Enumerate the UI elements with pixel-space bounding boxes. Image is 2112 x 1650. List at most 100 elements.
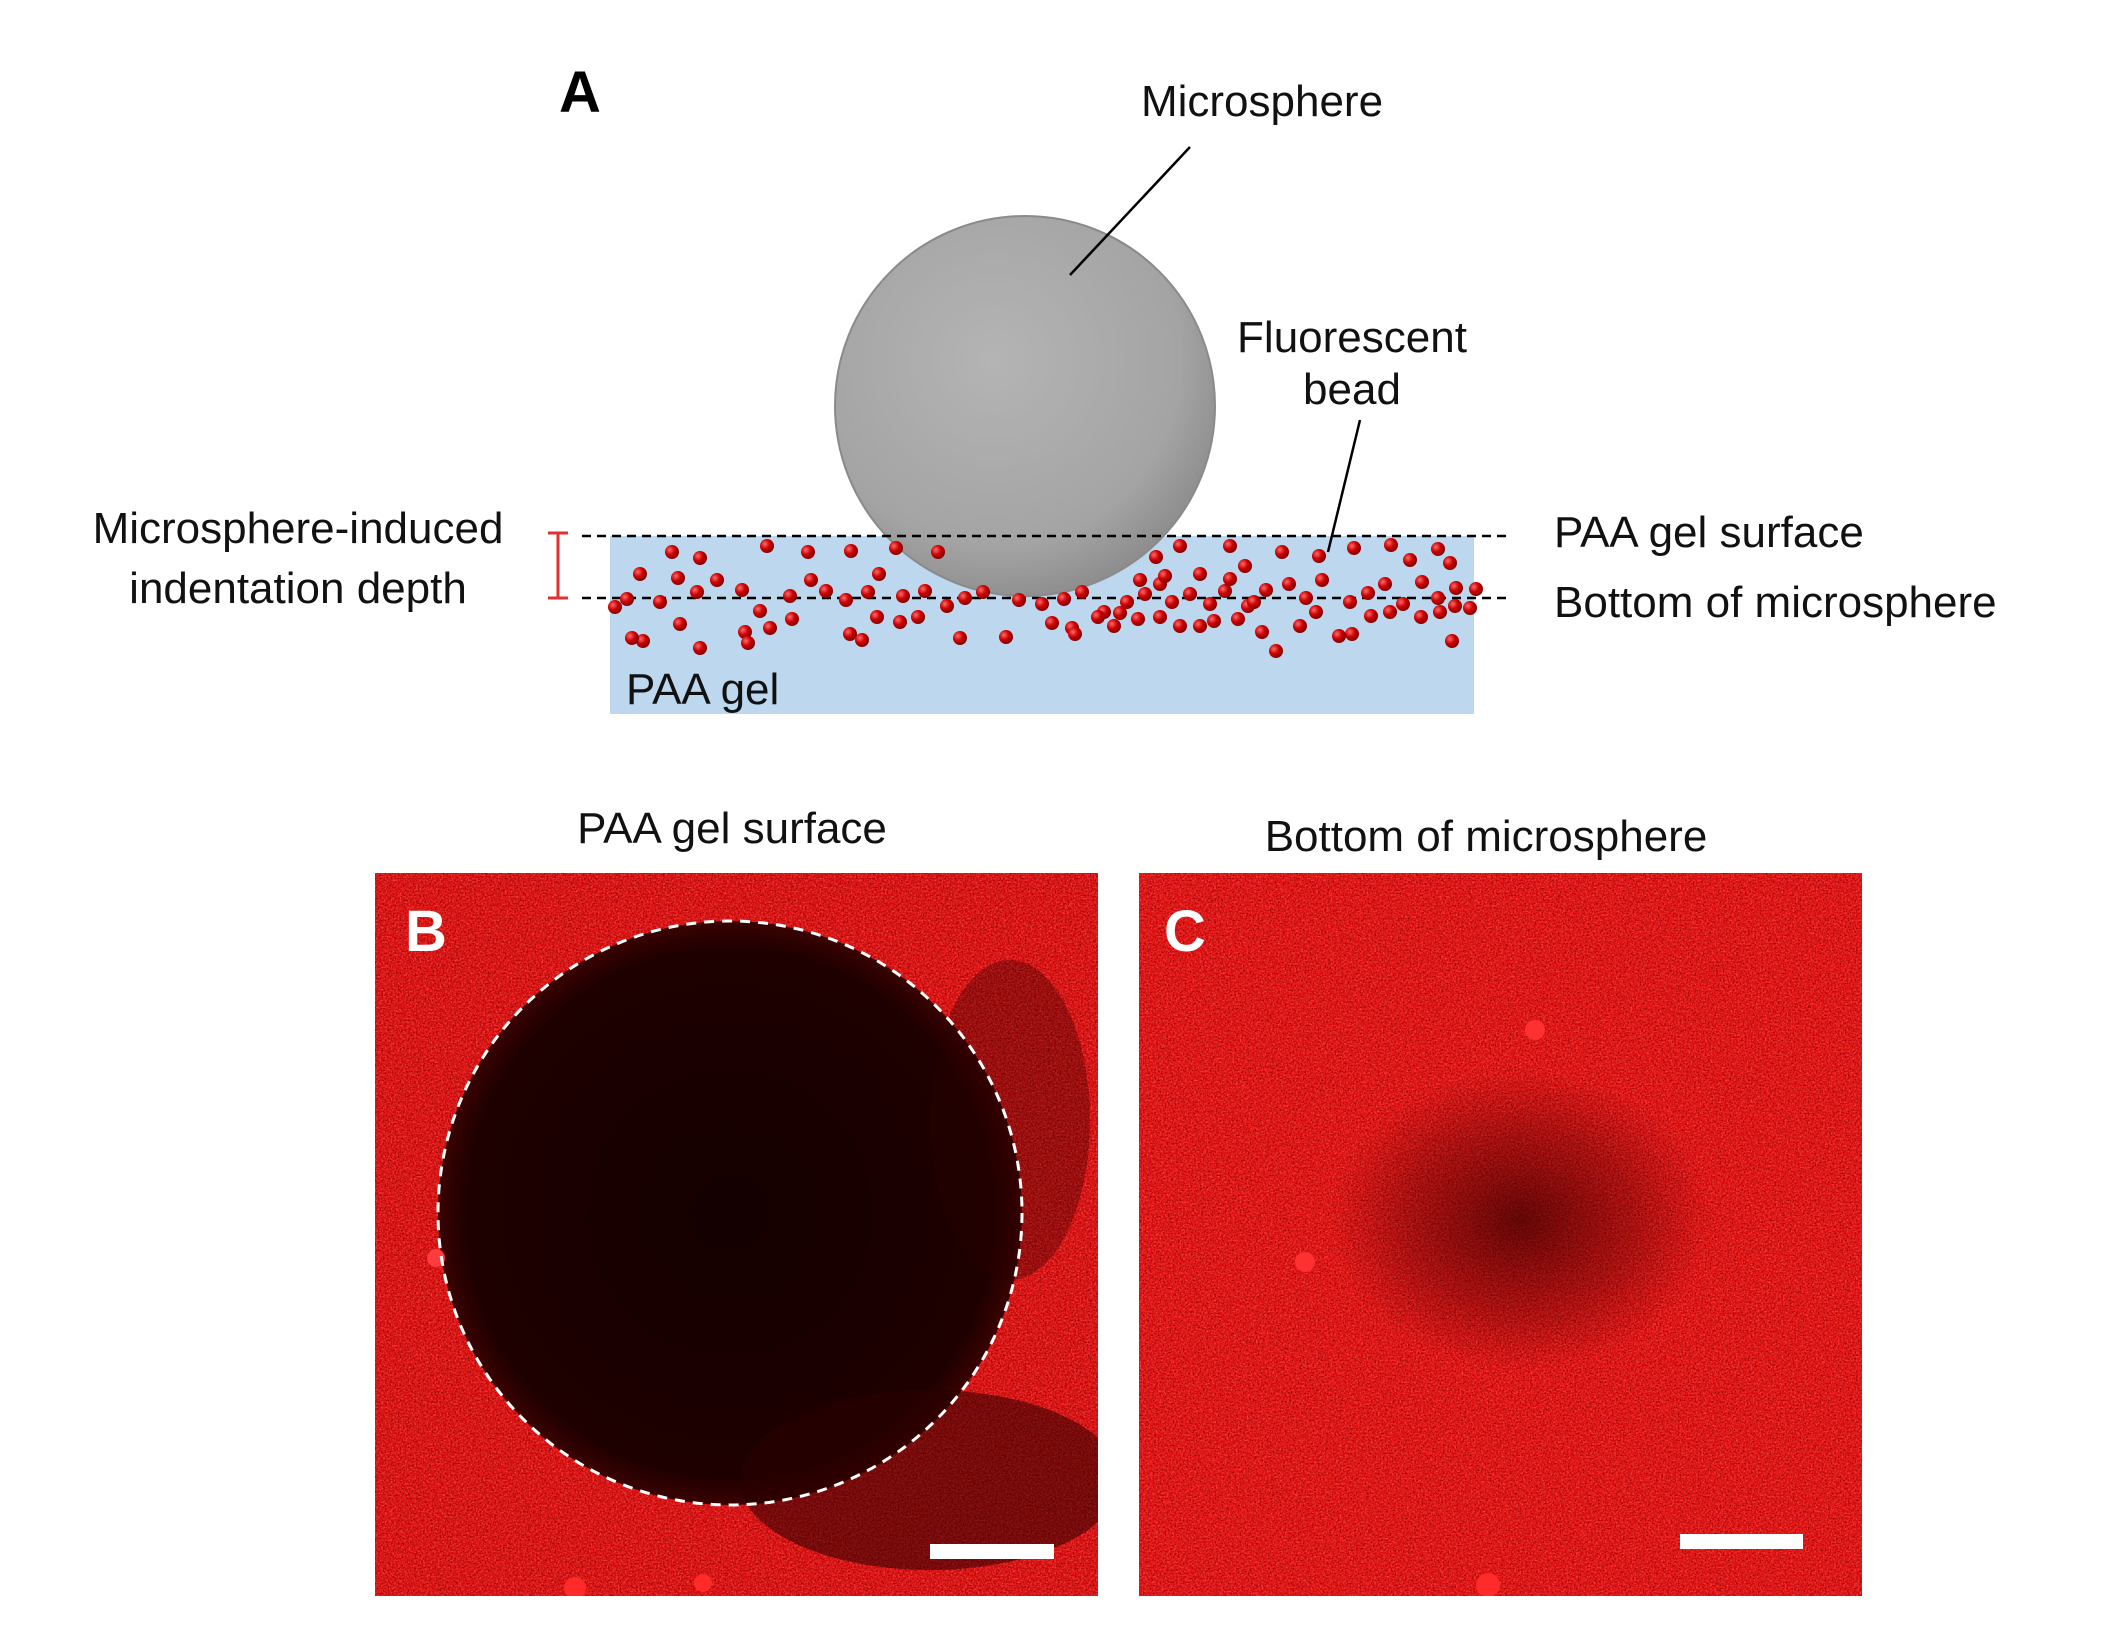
fluorescent-bead bbox=[918, 584, 932, 598]
microsphere-shape bbox=[834, 215, 1216, 597]
fluorescent-bead bbox=[1120, 595, 1134, 609]
fluorescent-bead bbox=[1347, 541, 1361, 555]
fluorescent-bead bbox=[1138, 587, 1152, 601]
fluorescent-bead bbox=[1165, 595, 1179, 609]
fluorescent-bead bbox=[673, 617, 687, 631]
fluorescent-bead bbox=[1312, 549, 1326, 563]
fluorescent-bead bbox=[608, 600, 622, 614]
fluorescent-bead bbox=[870, 610, 884, 624]
fluorescent-bead bbox=[1193, 567, 1207, 581]
fluorescent-bead bbox=[1131, 612, 1145, 626]
fluorescent-bead bbox=[1449, 581, 1463, 595]
bead-label-line1: Fluorescent bbox=[1237, 313, 1467, 362]
fluorescent-bead bbox=[1207, 614, 1221, 628]
fluorescent-bead bbox=[893, 615, 907, 629]
fluorescent-bead bbox=[1193, 619, 1207, 633]
fluorescent-bead bbox=[1068, 627, 1082, 641]
fluorescent-bead bbox=[1345, 627, 1359, 641]
fluorescent-bead bbox=[738, 625, 752, 639]
indentation-depth-label-line2: indentation depth bbox=[129, 564, 467, 613]
fluorescent-beads bbox=[608, 538, 1483, 658]
fluorescent-bead bbox=[1173, 619, 1187, 633]
microsphere-pointer-line bbox=[1069, 146, 1191, 276]
fluorescent-bead bbox=[1332, 629, 1346, 643]
fluorescent-bead bbox=[896, 589, 910, 603]
panel-c-image bbox=[1139, 873, 1862, 1596]
microsphere-bottom-label: Bottom of microsphere bbox=[1554, 578, 1997, 627]
fluorescent-bead bbox=[753, 604, 767, 618]
fluorescent-bead bbox=[1075, 585, 1089, 599]
fluorescent-bead bbox=[1113, 606, 1127, 620]
fluorescent-bead bbox=[940, 599, 954, 613]
fluorescent-bead bbox=[1443, 556, 1457, 570]
fluorescent-bead bbox=[1231, 612, 1245, 626]
fluorescent-bead bbox=[861, 585, 875, 599]
panel-c-title: Bottom of microsphere bbox=[1265, 812, 1708, 861]
fluorescent-bead bbox=[633, 567, 647, 581]
fluorescent-bead bbox=[1431, 591, 1445, 605]
fluorescent-bead bbox=[1091, 610, 1105, 624]
fluorescent-bead bbox=[1203, 597, 1217, 611]
panel-c-letter: C bbox=[1164, 899, 1206, 964]
paa-gel-label: PAA gel bbox=[626, 665, 779, 714]
fluorescent-bead bbox=[1361, 586, 1375, 600]
fluorescent-bead bbox=[1107, 619, 1121, 633]
fluorescent-bead bbox=[958, 591, 972, 605]
fluorescent-bead bbox=[855, 633, 869, 647]
fluorescent-bead bbox=[735, 583, 749, 597]
fluorescent-bead bbox=[1433, 605, 1447, 619]
fluorescent-bead bbox=[1309, 605, 1323, 619]
fluorescent-bead bbox=[1223, 572, 1237, 586]
fluorescent-bead bbox=[1238, 559, 1252, 573]
fluorescent-bead bbox=[1414, 610, 1428, 624]
panel-b-scale-bar bbox=[930, 1544, 1054, 1559]
fluorescent-bead bbox=[843, 627, 857, 641]
fluorescent-bead bbox=[1282, 577, 1296, 591]
fluorescent-bead bbox=[693, 551, 707, 565]
fluorescent-bead bbox=[1469, 582, 1483, 596]
fluorescent-bead bbox=[785, 612, 799, 626]
panel-b-letter: B bbox=[405, 899, 447, 964]
fluorescent-bead bbox=[1012, 593, 1026, 607]
fluorescent-bead bbox=[693, 641, 707, 655]
fluorescent-bead bbox=[801, 545, 815, 559]
fluorescent-bead bbox=[1149, 550, 1163, 564]
fluorescent-bead bbox=[1448, 599, 1462, 613]
fluorescent-bead bbox=[710, 573, 724, 587]
panel-b-title: PAA gel surface bbox=[577, 804, 887, 853]
fluorescent-bead bbox=[1415, 575, 1429, 589]
microsphere-contact-outline bbox=[436, 919, 1024, 1507]
fluorescent-bead bbox=[1158, 569, 1172, 583]
fluorescent-bead bbox=[999, 630, 1013, 644]
fluorescent-bead bbox=[671, 571, 685, 585]
fluorescent-bead bbox=[1403, 553, 1417, 567]
fluorescent-bead bbox=[1255, 625, 1269, 639]
fluorescent-bead bbox=[1384, 538, 1398, 552]
fluorescent-bead bbox=[953, 631, 967, 645]
fluorescent-bead bbox=[1223, 539, 1237, 553]
panel-b: PAA gel surface B bbox=[375, 804, 1098, 1596]
panel-c-scale-bar bbox=[1680, 1534, 1803, 1549]
fluorescent-bead bbox=[804, 573, 818, 587]
fluorescent-bead bbox=[1153, 610, 1167, 624]
fluorescent-bead bbox=[1045, 616, 1059, 630]
fluorescent-bead bbox=[760, 539, 774, 553]
panel-c: Bottom of microsphere C bbox=[1139, 812, 1862, 1596]
fluorescent-bead bbox=[763, 621, 777, 635]
fluorescent-bead bbox=[1035, 597, 1049, 611]
fluorescent-bead bbox=[1247, 595, 1261, 609]
fluorescent-bead bbox=[665, 545, 679, 559]
fluorescent-bead bbox=[1364, 609, 1378, 623]
fluorescent-bead bbox=[1057, 592, 1071, 606]
fluorescent-bead bbox=[1183, 587, 1197, 601]
indentation-depth-marker bbox=[548, 531, 568, 600]
fluorescent-bead bbox=[872, 567, 886, 581]
fluorescent-bead bbox=[819, 584, 833, 598]
fluorescent-bead bbox=[1218, 584, 1232, 598]
bead-pointer-line bbox=[1326, 419, 1362, 553]
fluorescent-bead bbox=[620, 592, 634, 606]
fluorescent-bead bbox=[1275, 545, 1289, 559]
fluorescent-bead bbox=[1383, 605, 1397, 619]
fluorescent-bead bbox=[1463, 601, 1477, 615]
